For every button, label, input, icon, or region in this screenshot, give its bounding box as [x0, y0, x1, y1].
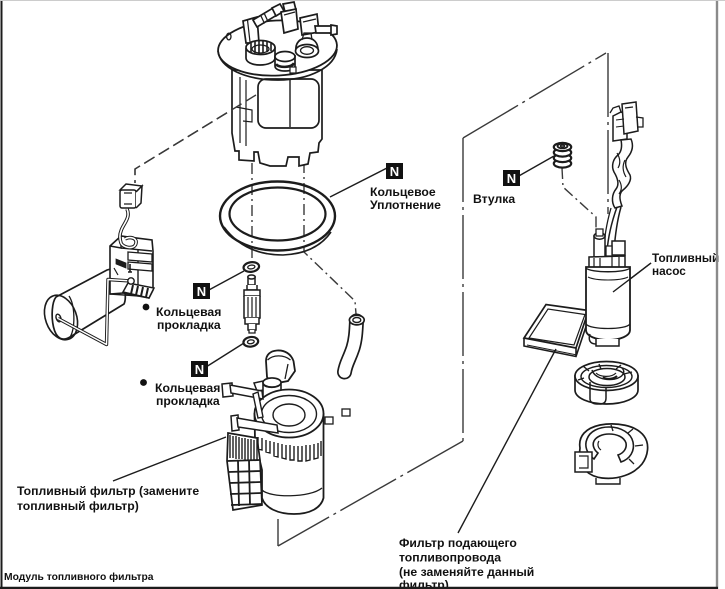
svg-text:Кольцевая: Кольцевая	[155, 381, 220, 395]
svg-text:прокладка: прокладка	[156, 394, 220, 408]
svg-text:топливопровода: топливопровода	[399, 551, 501, 565]
svg-text:насос: насос	[652, 264, 686, 278]
svg-text:Фильтр подающего: Фильтр подающего	[399, 536, 517, 550]
svg-text:N: N	[197, 284, 206, 299]
svg-text:прокладка: прокладка	[157, 318, 221, 332]
svg-text:Уплотнение: Уплотнение	[370, 198, 441, 212]
svg-text:(не заменяйте данный: (не заменяйте данный	[399, 565, 534, 579]
svg-text:Топливный: Топливный	[652, 251, 719, 265]
svg-text:Топливный фильтр (замените: Топливный фильтр (замените	[17, 484, 199, 498]
svg-text:Кольцевая: Кольцевая	[156, 305, 221, 319]
svg-text:топливный фильтр): топливный фильтр)	[17, 499, 139, 513]
svg-text:Втулка: Втулка	[473, 192, 515, 206]
svg-text:Кольцевое: Кольцевое	[370, 185, 436, 199]
svg-text:N: N	[507, 171, 516, 186]
svg-text:фильтр): фильтр)	[399, 578, 449, 589]
svg-text:N: N	[390, 164, 399, 179]
svg-text:Модуль топливного фильтра: Модуль топливного фильтра	[4, 571, 154, 583]
svg-text:N: N	[195, 362, 204, 377]
